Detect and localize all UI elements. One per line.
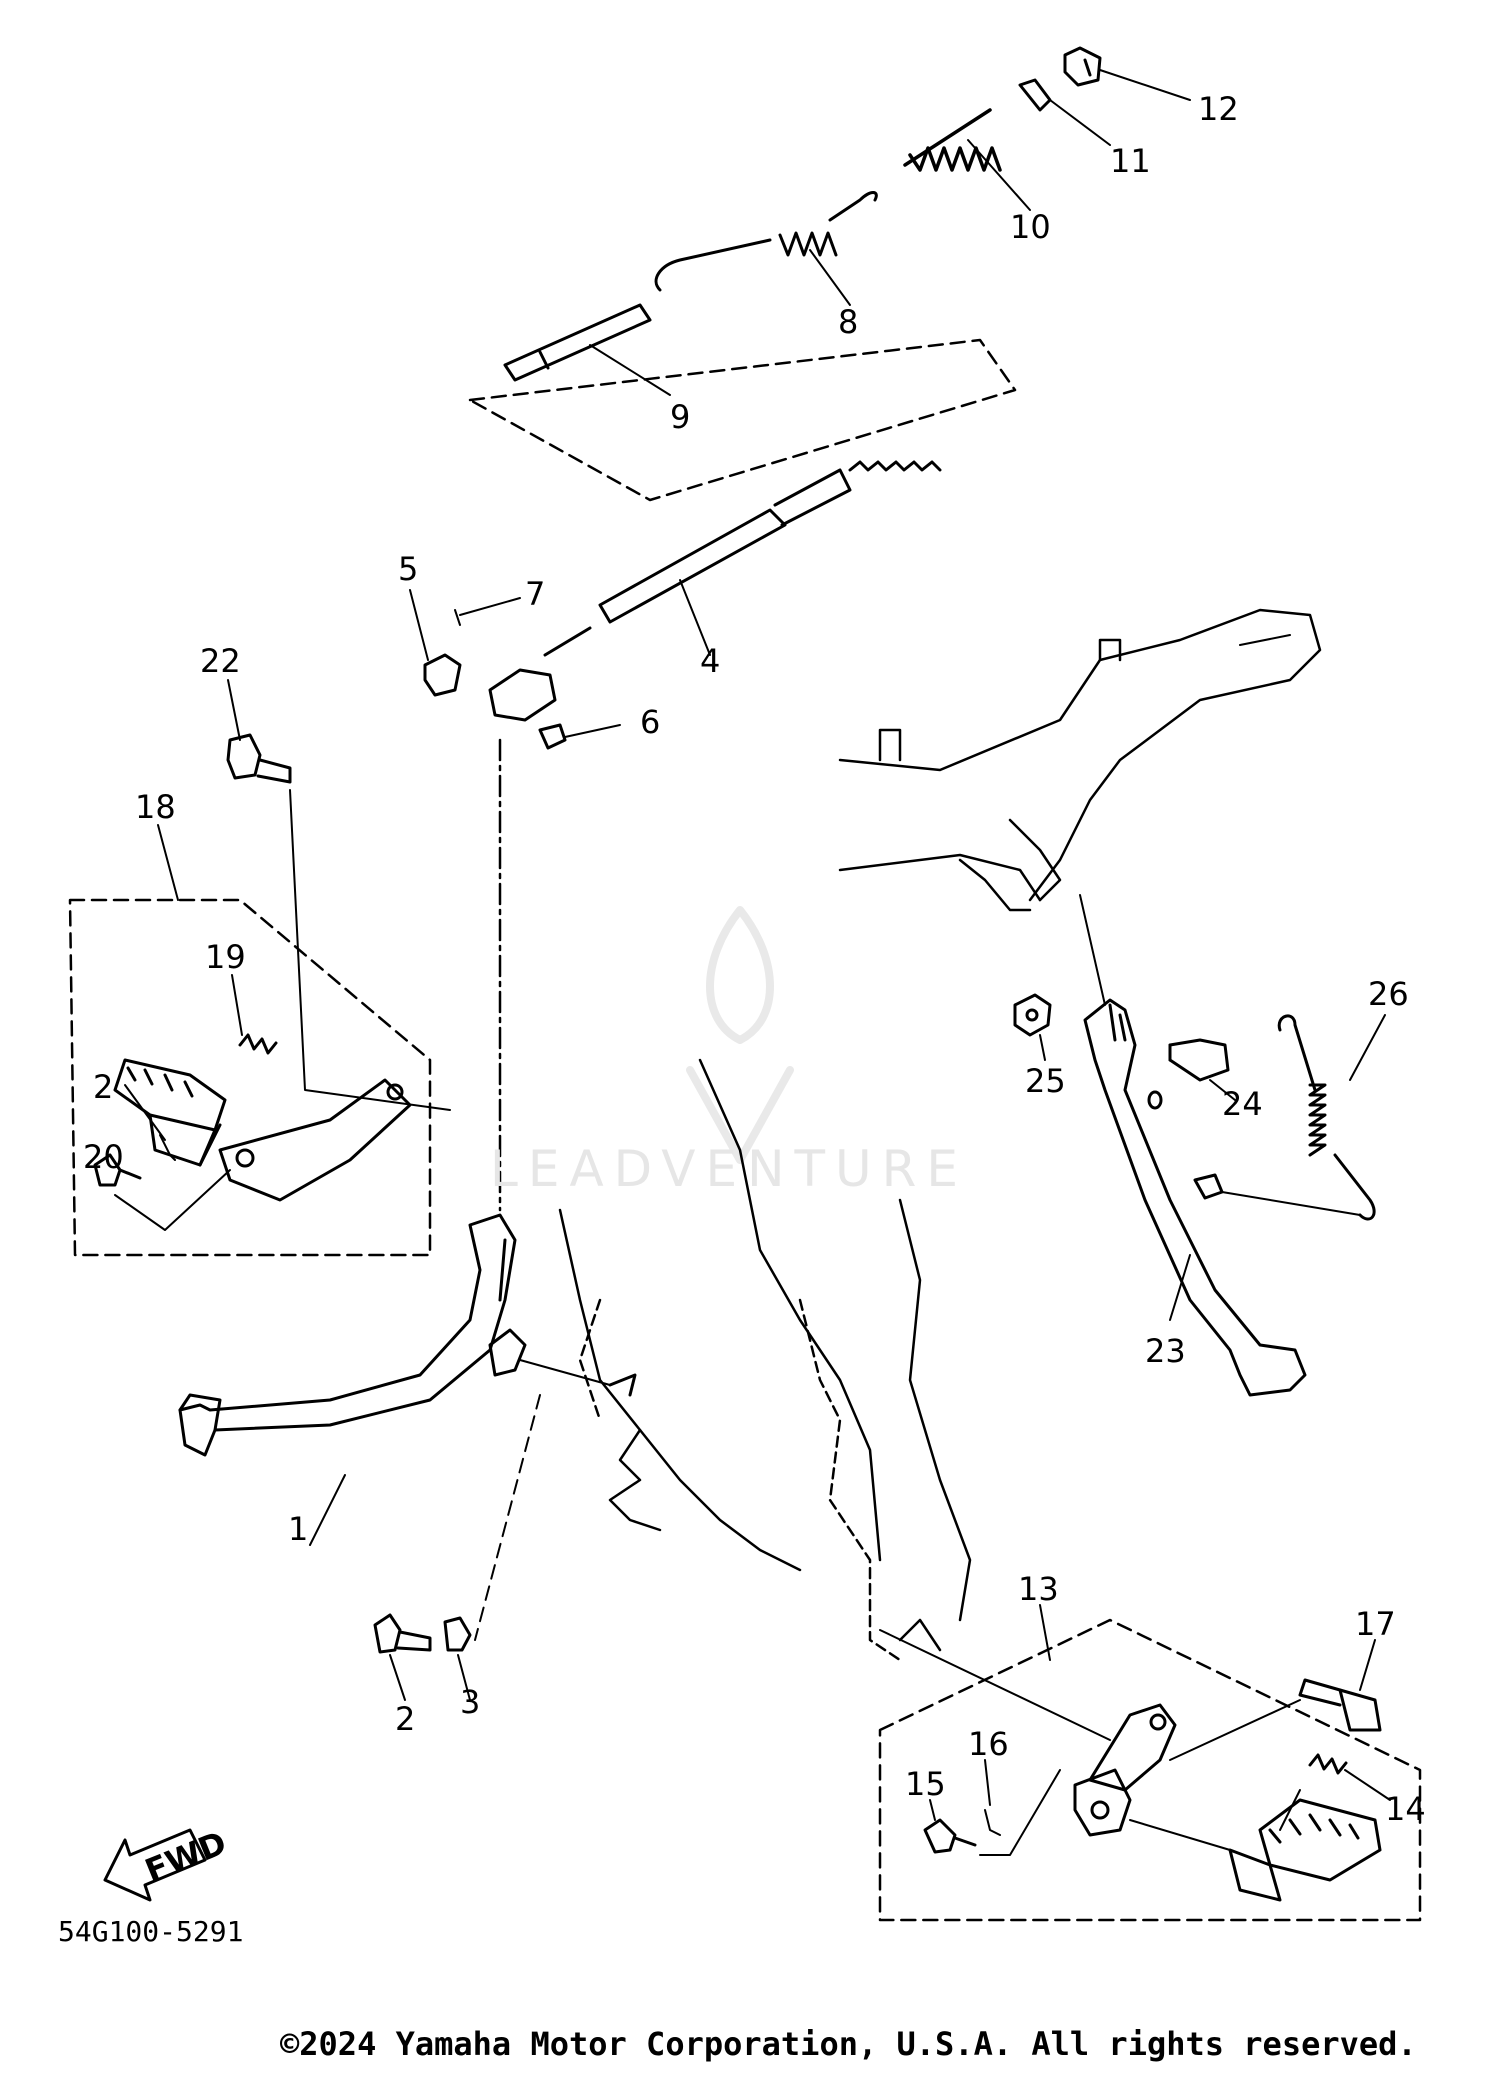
bolt-22 xyxy=(226,679,451,1111)
fwd-arrow xyxy=(103,1828,207,1902)
bolt-2-nut-3 xyxy=(373,1613,472,1701)
callout-11: 11 xyxy=(1110,142,1151,180)
callout-22: 22 xyxy=(200,642,241,680)
watermark-logo xyxy=(686,906,794,1164)
copyright-notice: ©2024 Yamaha Motor Corporation, U.S.A. A… xyxy=(280,2025,1417,2063)
callout-6: 6 xyxy=(640,703,660,741)
bracket-13 xyxy=(1073,1703,1177,1837)
callout-25: 25 xyxy=(1025,1062,1066,1100)
diagram-code: 54G100-5291 xyxy=(58,1915,244,1948)
callout-23: 23 xyxy=(1145,1332,1186,1370)
callout-5: 5 xyxy=(398,550,418,588)
callout-26: 26 xyxy=(1368,975,1409,1013)
callout-labels: 1 2 2 3 4 5 6 7 8 9 10 11 12 13 14 15 16… xyxy=(83,90,1426,1828)
bracket-arm xyxy=(218,1078,412,1202)
callout-14: 14 xyxy=(1385,1790,1426,1828)
pin-11 xyxy=(1018,78,1111,146)
callout-3: 3 xyxy=(460,1683,480,1721)
brake-pedal-1 xyxy=(178,1213,637,1546)
footrest-18 xyxy=(113,1058,227,1167)
callout-18: 18 xyxy=(135,788,176,826)
pivot-line xyxy=(474,1394,541,1641)
callout-19: 19 xyxy=(205,938,246,976)
wing-nut-12 xyxy=(1063,46,1191,101)
callout-1: 1 xyxy=(288,1510,308,1548)
spring-19 xyxy=(231,974,278,1055)
callout-17: 17 xyxy=(1355,1605,1396,1643)
brake-rod-4 xyxy=(543,460,942,657)
kit-box-13 xyxy=(878,1618,1422,1922)
callout-15: 15 xyxy=(905,1765,946,1803)
kit-box-18 xyxy=(68,898,432,1257)
callout-2-lower: 2 xyxy=(395,1700,415,1738)
fwd-label: FWD xyxy=(140,1823,232,1890)
watermark-text: LEADVENTURE xyxy=(490,1140,968,1198)
pin-15-clip-16 xyxy=(923,1759,1061,1856)
callout-2-upper: 2 xyxy=(93,1068,113,1106)
leader-18 xyxy=(157,824,179,901)
callout-9: 9 xyxy=(670,398,690,436)
callout-16: 16 xyxy=(968,1725,1009,1763)
kit-box-9 xyxy=(468,338,1017,502)
callout-8: 8 xyxy=(838,303,858,341)
footrest-13 xyxy=(1129,1789,1382,1902)
spring-26 xyxy=(1193,1014,1386,1221)
side-stand-23 xyxy=(1079,894,1307,1397)
leader-13 xyxy=(1039,1604,1051,1661)
bracket-line-13 xyxy=(879,1629,1111,1741)
pin-20 xyxy=(93,1084,231,1231)
frame-outline xyxy=(558,608,1322,1662)
spring-10 xyxy=(903,108,1031,211)
rod-spring-8 xyxy=(654,191,878,306)
yoke-parts-5-6-7 xyxy=(409,589,621,750)
callout-12: 12 xyxy=(1198,90,1239,128)
callout-13: 13 xyxy=(1018,1570,1059,1608)
spring-14 xyxy=(1308,1753,1391,1801)
shaft-9 xyxy=(503,303,671,396)
callout-10: 10 xyxy=(1010,208,1051,246)
callout-24: 24 xyxy=(1222,1085,1263,1123)
bolt-17 xyxy=(1169,1639,1382,1761)
bolt-24-nut-25 xyxy=(1013,993,1236,1101)
callout-4: 4 xyxy=(700,642,720,680)
callout-7: 7 xyxy=(525,575,545,613)
callout-20: 20 xyxy=(83,1138,124,1176)
